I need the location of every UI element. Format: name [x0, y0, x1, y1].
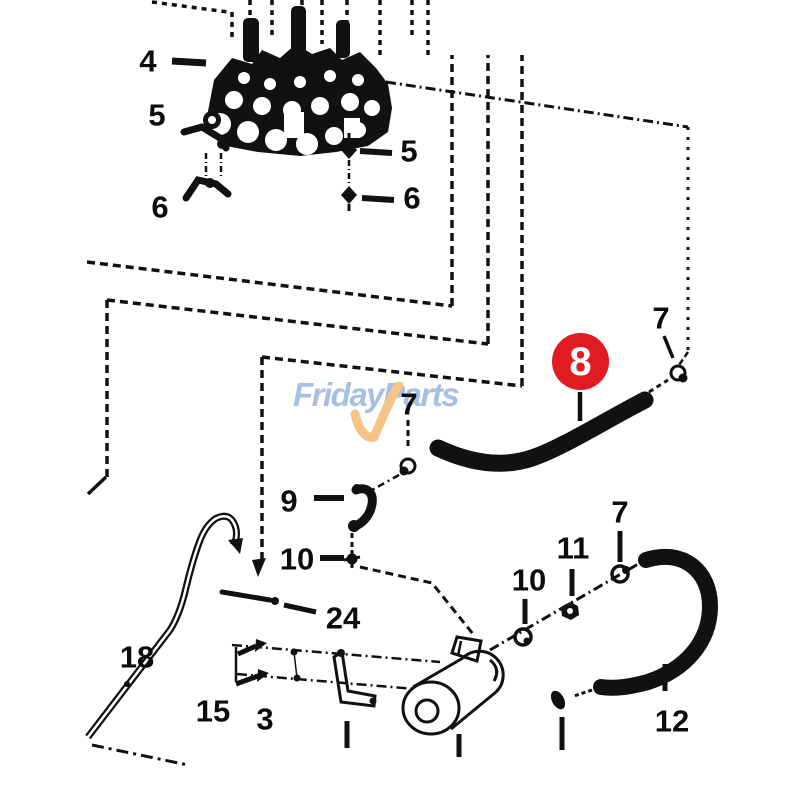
- part-label-5-right: 5: [400, 133, 418, 169]
- clip-row: [231, 639, 441, 691]
- route-staircase-a: [86, 55, 454, 308]
- route-staircase-b: [86, 55, 490, 496]
- part-label-18: 18: [119, 639, 155, 675]
- fitting-10-mid: [320, 533, 475, 635]
- pipe-18: [85, 512, 243, 767]
- hose-8: [429, 391, 654, 472]
- clamp-7-upper: [662, 335, 688, 383]
- part-label-4: 4: [139, 43, 157, 79]
- bracket-5-left: [180, 123, 230, 152]
- bracket-3: [332, 649, 377, 748]
- part-label-3: 3: [256, 701, 274, 737]
- part-label-7-lower: 7: [611, 494, 629, 530]
- bracket-dash-links: [204, 153, 223, 177]
- elbow-9: [314, 484, 377, 532]
- part-label-6-right: 6: [403, 180, 421, 216]
- route-c-arrowhead: [252, 558, 266, 577]
- part-label-12: 12: [654, 703, 690, 739]
- part-label-10-mid: 10: [279, 541, 315, 577]
- watermark-text-left: Friday: [293, 376, 385, 413]
- control-valve-4: [171, 6, 392, 156]
- watermark-fridayparts: FridayParts: [293, 376, 460, 442]
- hose-12: [593, 548, 719, 696]
- route-staircase-c: [260, 55, 524, 560]
- part-label-10-lower: 10: [511, 562, 547, 598]
- rod-24: [219, 589, 317, 615]
- clamp-7-mid: [371, 420, 417, 492]
- part-label-24: 24: [325, 600, 361, 636]
- part-label-7-upper: 7: [652, 300, 670, 336]
- bolt-5-right: [341, 133, 393, 159]
- nut-11: [561, 569, 579, 620]
- bolt-6-right: [341, 186, 395, 211]
- part-label-9: 9: [280, 483, 298, 519]
- canister: [401, 635, 505, 757]
- part-label-11: 11: [556, 530, 590, 566]
- part-label-6-left: 6: [151, 189, 169, 225]
- badge-8-number: 8: [569, 339, 592, 384]
- hose8-clamp-dashes: [648, 378, 669, 394]
- ring-7-lower: [610, 531, 630, 584]
- part-badge-8: 8: [552, 333, 609, 390]
- watermark-check-icon: [350, 382, 403, 442]
- plug-end: [550, 688, 593, 750]
- part-label-7-mid: 7: [400, 386, 418, 422]
- bracket-6-left: [182, 176, 232, 202]
- route-dashdot-right: [385, 80, 690, 366]
- ring-10-lower: [513, 599, 533, 647]
- part-label-15: 15: [195, 693, 231, 729]
- part-label-5-left: 5: [148, 97, 166, 133]
